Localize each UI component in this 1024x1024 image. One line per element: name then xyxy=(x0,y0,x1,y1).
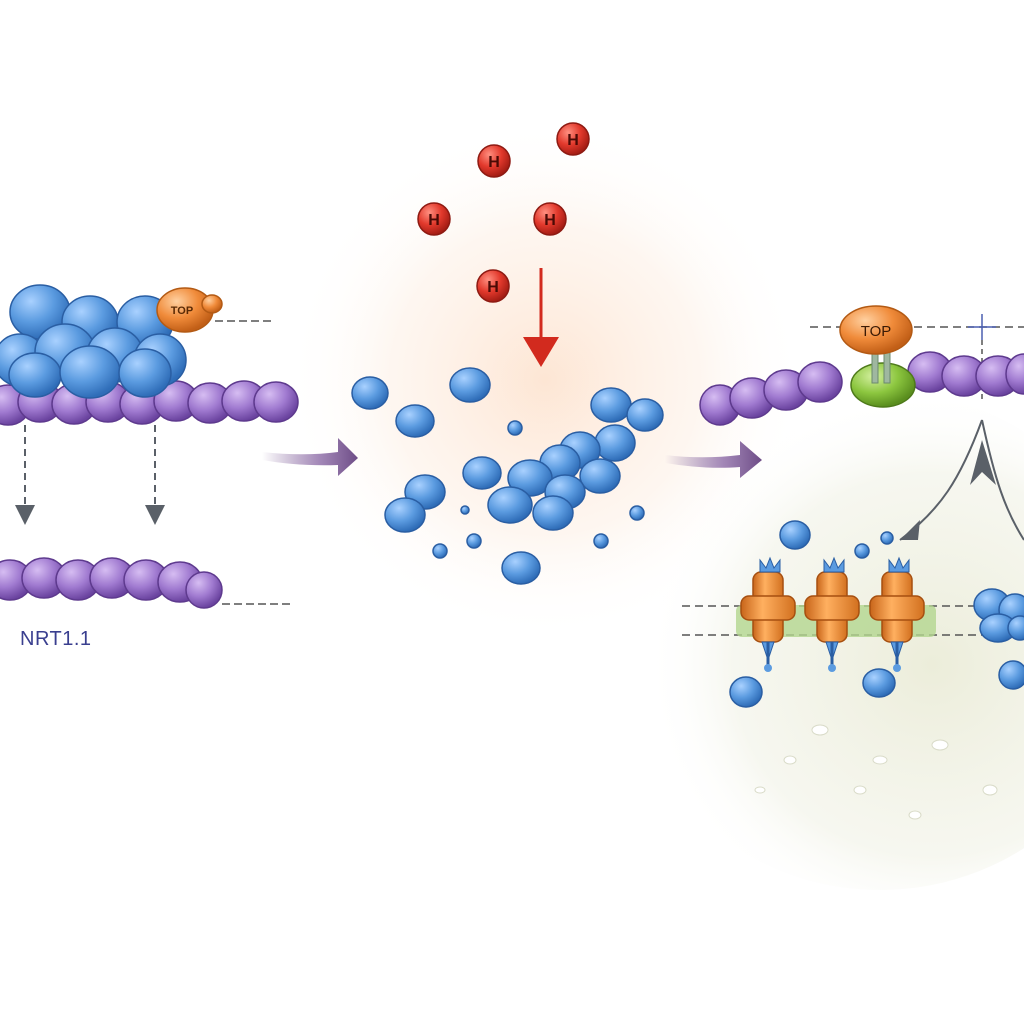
svg-text:H: H xyxy=(544,212,556,229)
nrt11-label: NRT1.1 xyxy=(20,628,92,650)
arrow-icon-center-to-right xyxy=(665,441,762,478)
right-cap: TOP xyxy=(839,305,913,355)
transporter-icon xyxy=(869,556,925,672)
left-cap-label: TOP xyxy=(171,305,193,317)
left-lower-membrane xyxy=(0,557,223,609)
dispersed-subunits xyxy=(351,367,664,585)
svg-text:H: H xyxy=(488,154,500,171)
transporter-icon xyxy=(740,556,796,672)
svg-text:H: H xyxy=(567,132,579,149)
proton-icon: H xyxy=(476,269,510,303)
right-curved-arrow-right xyxy=(981,419,1024,541)
proton-icon: H xyxy=(417,202,451,236)
right-edge-cluster xyxy=(973,588,1024,643)
transporter-icon xyxy=(804,556,860,672)
proton-icon: H xyxy=(556,122,590,156)
right-membrane xyxy=(699,351,1024,426)
right-free-subunits xyxy=(729,520,1024,708)
svg-text:H: H xyxy=(428,212,440,229)
right-arrowhead-left xyxy=(900,520,920,540)
proton-icon: H xyxy=(477,144,511,178)
right-arrowhead-up xyxy=(970,440,996,485)
arrow-icon-left-to-center xyxy=(262,438,358,476)
cytoplasm-speckles xyxy=(754,724,998,820)
left-cap: TOP xyxy=(156,287,223,333)
left-protein-complex xyxy=(0,284,187,399)
protons: H H H H H xyxy=(417,122,590,303)
proton-icon: H xyxy=(533,202,567,236)
right-cap-label: TOP xyxy=(861,323,892,340)
svg-text:H: H xyxy=(487,279,499,296)
